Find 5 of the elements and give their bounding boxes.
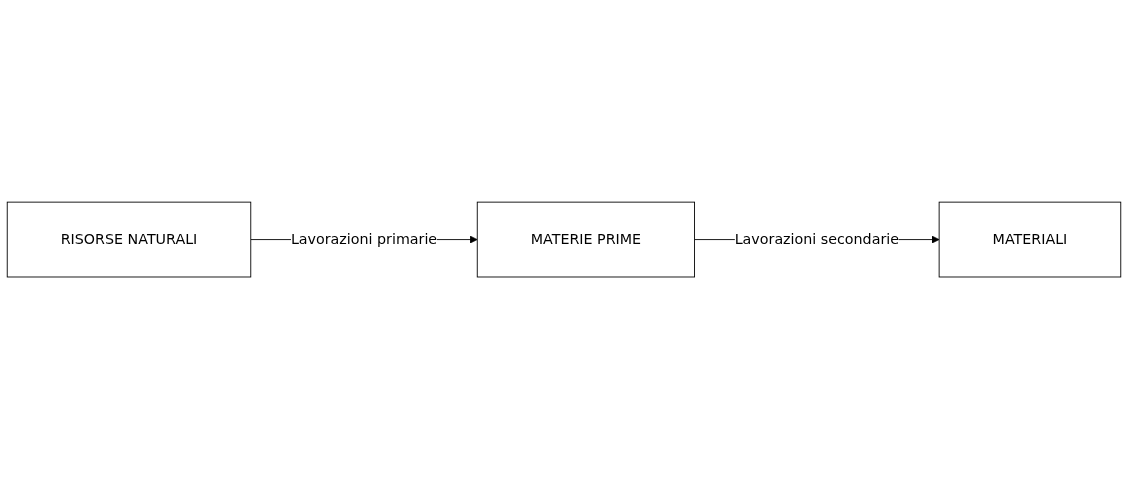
edge-label: Lavorazioni primarie (290, 230, 438, 248)
node-box: MATERIE PRIME (476, 201, 695, 278)
node-box: MATERIALI (938, 201, 1122, 278)
edge-label: Lavorazioni secondarie (734, 230, 900, 248)
node-box: RISORSE NATURALI (6, 201, 252, 278)
